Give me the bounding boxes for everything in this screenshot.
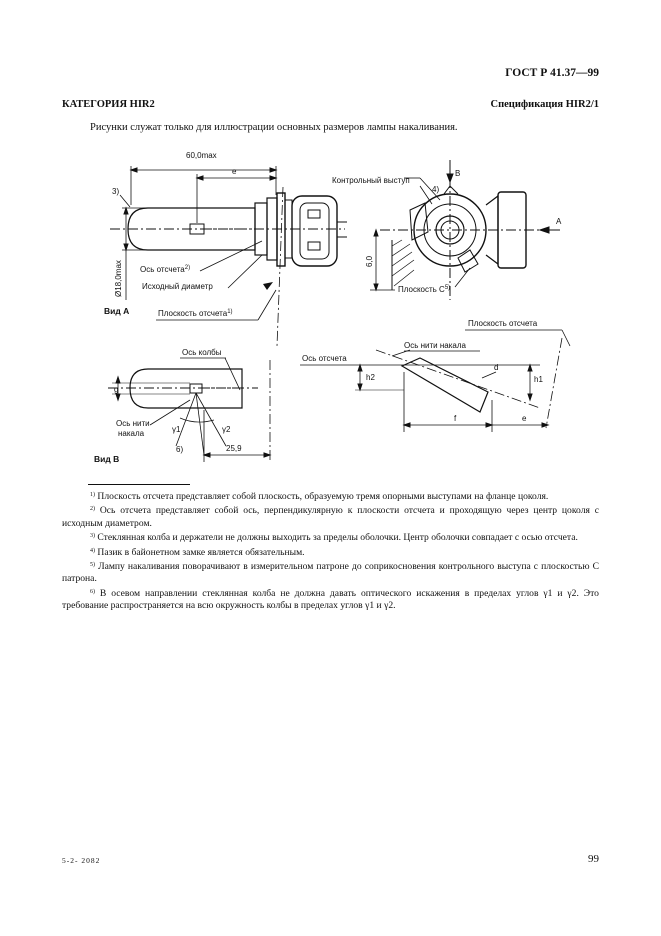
note-3-marker: 3) [112, 187, 119, 196]
footnote-6: 6) В осевом направлении стеклянная колба… [62, 587, 599, 612]
dim-g: g [114, 385, 118, 394]
label-control-bump: Контрольный выступ [332, 176, 410, 185]
dim-e-right: e [522, 414, 527, 423]
dim-f: f [454, 414, 457, 423]
label-gamma2: γ2 [222, 425, 231, 434]
dim-60max: 60,0max [186, 151, 217, 160]
label-bulb-axis: Ось колбы [182, 348, 222, 357]
footnote-4: 4) Пазик в байонетном замке является обя… [90, 546, 305, 558]
label-filament-axis-2: накала [118, 429, 145, 438]
lamp-technical-drawing: 60,0max e Ø18,0max 3) Ось отсчета2) Исхо… [94, 151, 571, 464]
note-4-marker: 4) [432, 185, 439, 194]
label-base-diameter: Исходный диаметр [142, 282, 213, 291]
dim-6: 6,0 [365, 255, 374, 267]
dim-d: d [494, 363, 498, 372]
label-filament-axis-right: Ось нити накала [404, 341, 467, 350]
category-title: КАТЕГОРИЯ HIR2 [62, 99, 155, 110]
footnote-3: 3) Стеклянная колба и держатели не должн… [90, 532, 578, 544]
label-ref-plane-right: Плоскость отсчета [468, 319, 538, 328]
label-ref-plane-a: Плоскость отсчета1) [158, 309, 233, 318]
label-plane-c: Плоскость С5) [398, 285, 450, 294]
footnotes: 1) Плоскость отсчета представляет собой … [62, 489, 599, 613]
dim-diameter: Ø18,0max [114, 260, 123, 297]
footnote-5: 5) Лампу накаливания поворачивают в изме… [62, 561, 599, 585]
note-6-marker: 6) [176, 445, 183, 454]
label-gamma1: γ1 [172, 425, 181, 434]
intro-text: Рисунки служат только для иллюстрации ос… [90, 122, 458, 133]
dim-e: e [232, 167, 237, 176]
dim-25-9: 25,9 [226, 444, 242, 453]
label-view-a: Вид А [104, 306, 129, 316]
dim-h2: h2 [366, 373, 375, 382]
label-axis-ref-right: Ось отсчета [302, 354, 347, 363]
print-code: 5-2- 2082 [62, 856, 101, 865]
label-a-arrow: A [556, 217, 562, 226]
dim-h1: h1 [534, 375, 543, 384]
specification-title: Спецификация HIR2/1 [490, 99, 599, 110]
footnote-rule [88, 484, 190, 485]
footnote-1: 1) Плоскость отсчета представляет собой … [90, 491, 549, 502]
page-number: 99 [588, 853, 599, 865]
footnote-2: 2) Ось отсчета представляет собой ось, п… [62, 505, 599, 529]
standard-number: ГОСТ Р 41.37—99 [505, 67, 599, 79]
label-b: B [455, 169, 460, 178]
label-view-b: Вид В [94, 454, 119, 464]
label-axis-ref-a: Ось отсчета2) [140, 265, 190, 274]
label-filament-axis-1: Ось нити [116, 419, 150, 428]
